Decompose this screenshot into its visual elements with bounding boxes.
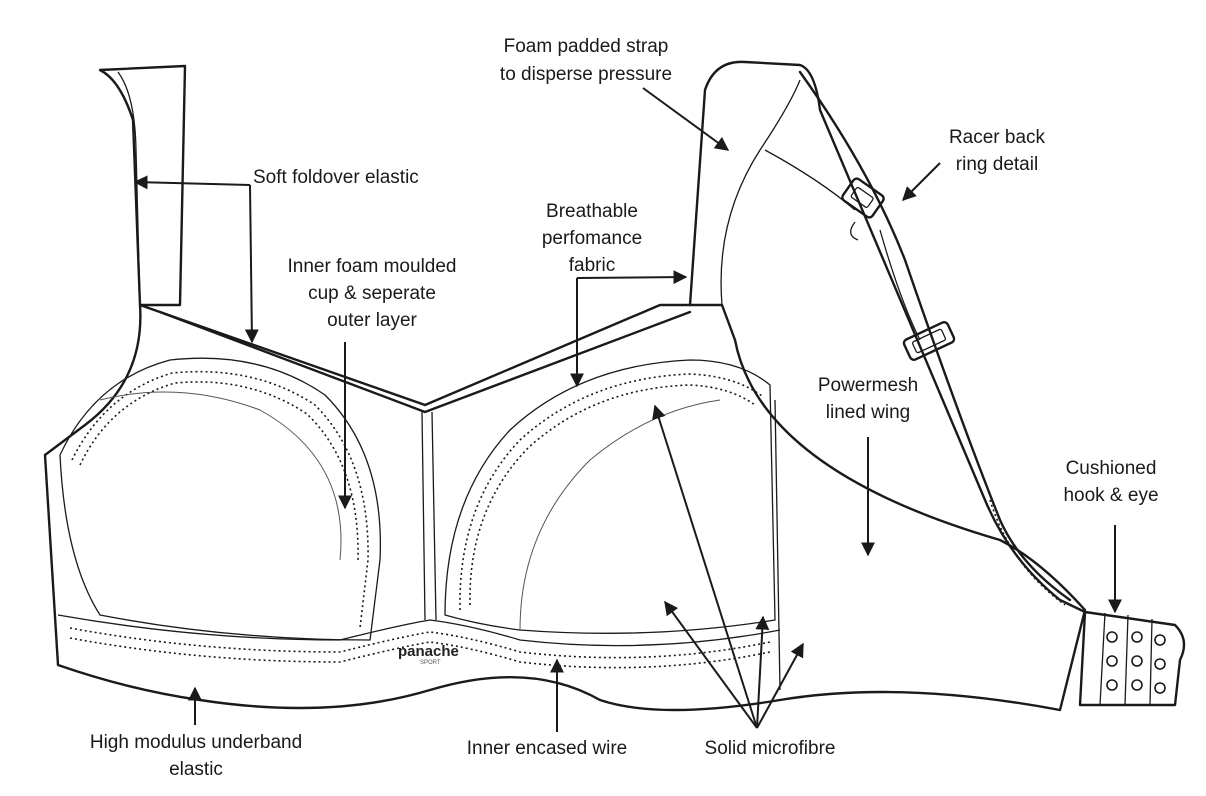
- racer-ring: [841, 177, 885, 241]
- label-hook-2: hook & eye: [1063, 485, 1158, 506]
- underband-stitch-2: [69, 637, 771, 669]
- label-underband-2: elastic: [169, 759, 223, 780]
- label-foam-1: Inner foam moulded: [288, 256, 457, 277]
- callout-labels: Foam padded strap to disperse pressure R…: [90, 36, 1159, 780]
- underband-line: [57, 614, 781, 647]
- racer-back-strap: [798, 70, 1072, 602]
- label-wire: Inner encased wire: [467, 738, 628, 759]
- racer-cord-2: [879, 229, 921, 341]
- left-cup-stitch-2: [79, 381, 359, 561]
- right-strap: [688, 60, 1087, 614]
- arrow-micro-2: [664, 600, 758, 729]
- label-breathable-3: fabric: [569, 255, 615, 276]
- label-microfibre: Solid microfibre: [705, 738, 836, 759]
- label-powermesh-2: lined wing: [826, 402, 911, 423]
- left-neck-edge: [139, 304, 426, 406]
- label-foam-2: cup & seperate: [308, 283, 436, 304]
- arrow-micro-4: [756, 642, 804, 729]
- right-cup-inner: [519, 399, 721, 631]
- center-gore: [421, 411, 426, 621]
- left-cup-stitch-1: [71, 370, 369, 629]
- left-cup-inner: [99, 391, 342, 561]
- arrow-foldover: [133, 175, 251, 190]
- label-breathable-2: perfomance: [542, 228, 642, 249]
- underband-stitch-1: [69, 627, 771, 659]
- label-powermesh-1: Powermesh: [818, 375, 918, 396]
- strap-slider: [902, 321, 956, 361]
- label-racer-1: Racer back: [949, 127, 1046, 148]
- left-cup: [59, 357, 382, 641]
- brand-logo-sub: SPORT: [420, 660, 441, 666]
- label-strap-1: Foam padded strap: [504, 36, 669, 57]
- racer-back-strap-stitch: [989, 499, 1066, 606]
- callout-arrows: [133, 87, 1122, 732]
- arrow-racer: [902, 162, 941, 201]
- right-strap-inner: [720, 79, 801, 306]
- label-foam-3: outer layer: [327, 310, 417, 331]
- left-strap: [98, 64, 187, 307]
- left-strap-inner-edge: [117, 71, 141, 306]
- neckline-band: [158, 310, 692, 414]
- right-cup: [444, 359, 776, 634]
- brand-logo: panache: [398, 643, 459, 660]
- label-strap-2: to disperse pressure: [500, 64, 672, 85]
- right-cup-stitch-2: [469, 384, 756, 606]
- arrow-micro-1: [652, 404, 758, 729]
- arrow-foldover-2: [244, 184, 259, 344]
- arrow-breathable: [576, 270, 688, 285]
- side-seam: [774, 399, 781, 691]
- right-cup-stitch-1: [459, 373, 763, 611]
- label-underband-1: High modulus underband: [90, 732, 302, 753]
- arrow-micro-3: [755, 615, 770, 729]
- bra-body-outline: [43, 303, 1087, 712]
- label-breathable-1: Breathable: [546, 201, 638, 222]
- hook-and-eye: [1078, 610, 1186, 707]
- center-gore-2: [431, 411, 437, 621]
- label-foldover: Soft foldover elastic: [253, 167, 419, 188]
- label-racer-2: ring detail: [956, 154, 1038, 175]
- arrow-strap: [642, 87, 730, 151]
- label-hook-1: Cushioned: [1066, 458, 1157, 479]
- bra-illustration: panache SPORT: [43, 60, 1186, 712]
